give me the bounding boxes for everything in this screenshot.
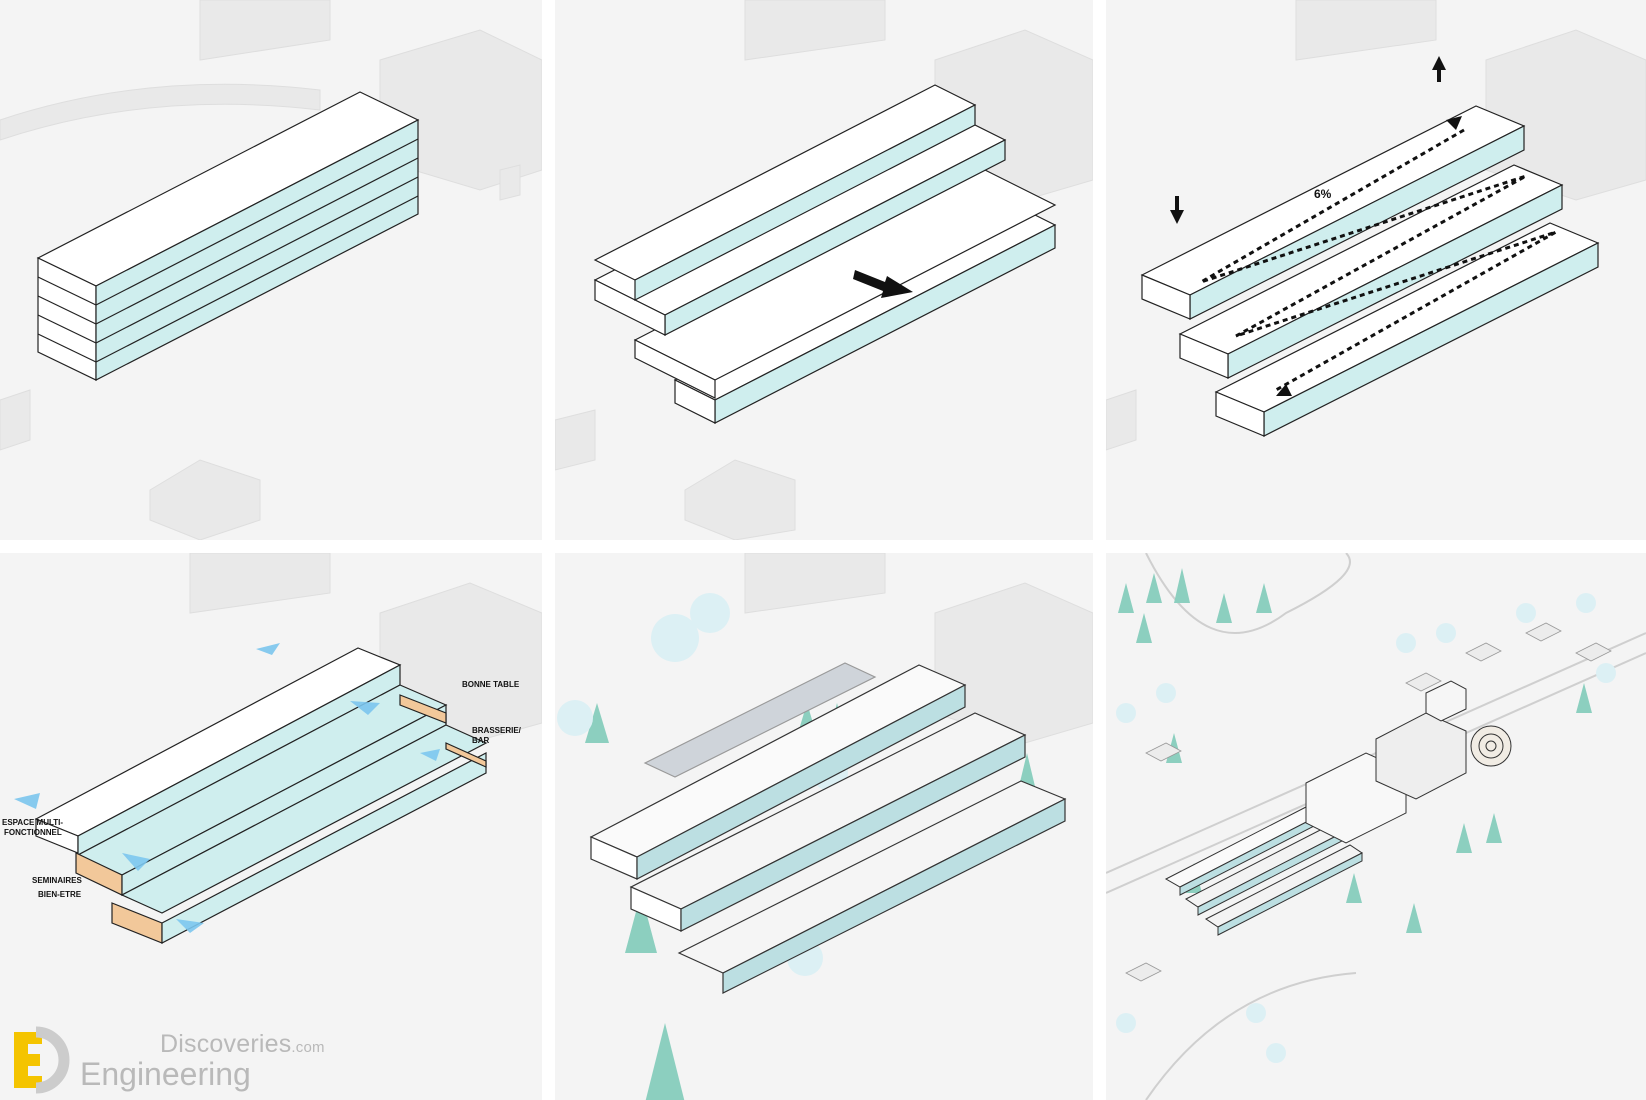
shifted-slabs-drawing <box>555 0 1093 540</box>
stacked-volume <box>36 91 420 381</box>
panel-site-plan <box>1106 553 1646 1100</box>
label-bien-etre: BIEN-ETRE <box>38 890 82 899</box>
label-brasserie-line1: BRASSERIE/ <box>472 726 522 735</box>
ramp-path <box>1200 128 1557 392</box>
context-buildings <box>1106 0 1646 451</box>
watermark: Discoveries.com Engineering <box>8 1026 348 1096</box>
stacked-block-drawing <box>0 0 542 540</box>
label-seminaires: SEMINAIRES <box>32 876 82 885</box>
direction-arrows <box>1170 56 1462 396</box>
program-volume <box>34 647 488 944</box>
slope-label: 6% <box>1314 187 1332 201</box>
panel-landscape-view <box>555 553 1093 1100</box>
panel-program: BONNE TABLE BRASSERIE/ BAR ESPACE MULTI-… <box>0 553 542 1100</box>
context-buildings <box>0 0 542 540</box>
label-brasserie-line2: BAR <box>472 736 490 745</box>
panel-shifted-slabs <box>555 0 1093 540</box>
ramp-circulation-drawing: 6% <box>1106 0 1646 451</box>
label-bonne-table: BONNE TABLE <box>462 680 520 689</box>
site-plan-drawing <box>1106 553 1646 1100</box>
slab-stack <box>593 84 1057 424</box>
label-espace-line1: ESPACE MULTI- <box>2 818 63 827</box>
program-labels: BONNE TABLE BRASSERIE/ BAR ESPACE MULTI-… <box>2 680 522 899</box>
airflow-arrows <box>14 643 440 933</box>
village-houses <box>1125 622 1612 982</box>
main-complex <box>1164 680 1512 936</box>
context-buildings <box>555 0 1093 540</box>
label-espace-line2: FONCTIONNEL <box>4 828 62 837</box>
panel-ramp-circulation: 6% <box>1106 0 1646 540</box>
engineering-discoveries-logo <box>14 1026 70 1094</box>
panel-stacked-block <box>0 0 542 540</box>
shift-arrow <box>853 270 913 298</box>
building-massing <box>589 662 1067 994</box>
watermark-word-top: Discoveries.com <box>160 1030 325 1058</box>
watermark-word-bottom: Engineering <box>80 1056 251 1092</box>
landscape-drawing <box>557 553 1093 1100</box>
program-drawing: BONNE TABLE BRASSERIE/ BAR ESPACE MULTI-… <box>2 553 542 944</box>
